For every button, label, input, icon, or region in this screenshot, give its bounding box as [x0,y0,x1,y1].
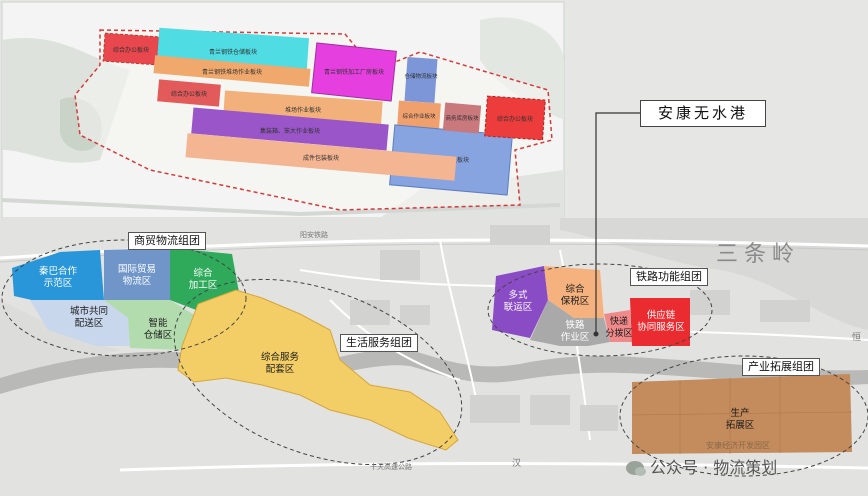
road-label: 十天高速公路 [370,463,412,471]
group-outline-trade [1,239,247,357]
watermark-text: 公众号 · 物流策划 [650,458,778,477]
zone-label: 综合 加工区 [188,268,218,291]
inset-block-steel-plant [311,42,397,102]
zone-supply-chain [630,298,690,346]
zone-international-trade [104,248,170,300]
inset-block-label: 综合办公板块 [171,90,207,98]
zone-service-support [177,289,459,451]
inset-block-label: 堆场作业板块 [285,106,321,114]
leader-line [595,112,640,332]
inset-block-label: 综合作业板块 [402,112,436,120]
inset-block-steel-yard [153,55,311,87]
watermark: 公众号 · 物流策划 [626,454,777,478]
inset-block-label: 集装箱、笨大作业板块 [260,127,320,135]
sub-zone-label: 安康经济开发园区 [706,441,770,450]
zone-label: 综合 保税区 [560,284,590,307]
group-label-life: 生活服务组团 [340,334,418,352]
zone-rail-operation [530,300,610,346]
group-outline-industry [619,355,868,477]
zone-urban-distribution [30,300,130,346]
group-label-industry: 产业拓展组团 [742,358,820,376]
place-name: 三条岭 [716,242,801,267]
inset-block-office-3 [484,95,546,141]
zone-label: 智能 仓储区 [143,318,173,341]
zone-bonded [544,266,604,318]
road-label: 阳安铁路 [300,231,328,239]
inset-block-label: 青兰钢铁仓储板块 [209,48,257,56]
zone-label: 铁路 作业区 [560,320,590,343]
zone-label: 综合服务 配套区 [260,352,299,375]
zone-label: 生产 拓展区 [725,408,755,431]
inset-block-label: 商务库房板块 [445,114,479,122]
inset-block-general [397,100,441,130]
inset-block-label: 综合办公板块 [113,46,149,54]
inset-block-warehouse-1 [404,57,438,103]
inset-block-label: 成件包装板块 [303,154,339,162]
inset-block-container [191,107,389,151]
zone-multimodal [492,266,548,338]
inset-block-label: 综合办公板块 [497,115,533,123]
group-label-rail: 铁路功能组团 [630,268,708,286]
zone-qinba-cooperation [12,250,104,306]
inset-block-commerce [442,102,482,134]
zone-label: 多式 联运区 [503,290,533,313]
inset-block-label: 青兰钢铁加工厂房板块 [324,68,384,76]
inset-block-office-2 [157,79,221,107]
zone-label: 城市共同 配送区 [69,306,108,329]
group-outline-life [173,278,463,466]
zone-label: 快递 分拨区 [605,317,633,339]
edge-label: 恒 [852,333,862,343]
zone-express [604,310,632,342]
inset-block-packaging [185,133,457,181]
group-label-trade: 商贸物流组团 [128,232,206,250]
river-label: 汉 [512,459,522,469]
wechat-icon [626,461,646,476]
zone-production-expansion [632,374,852,454]
inset-block-label: 仓储物流板块 [404,72,438,80]
zone-label: 国际贸易 物流区 [117,264,156,287]
inset-block-label: 青兰钢铁堆场作业板块 [202,68,262,76]
group-outline-rail [487,263,713,357]
title-box: 安康无水港 [640,100,766,127]
zone-label: 供应链 协同服务区 [637,310,685,333]
zone-label: 秦巴合作 示范区 [38,266,77,289]
zone-smart-warehouse [104,300,196,350]
